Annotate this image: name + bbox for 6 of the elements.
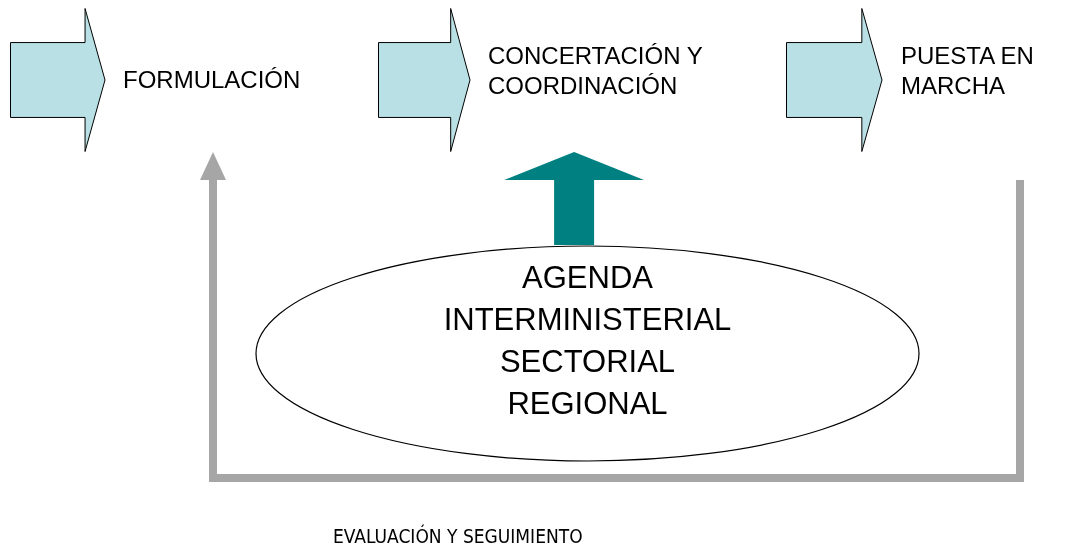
agenda-text: AGENDA INTERMINISTERIAL SECTORIAL REGIONAL: [442, 259, 733, 423]
step-label: CONCERTACIÓN Y COORDINACIÓN: [488, 41, 704, 101]
feedback-arrow: [200, 152, 1024, 482]
step-label: PUESTA EN MARCHA: [901, 41, 1035, 101]
block-arrow-connector: [504, 152, 645, 245]
step-label: FORMULACIÓN: [123, 65, 302, 95]
